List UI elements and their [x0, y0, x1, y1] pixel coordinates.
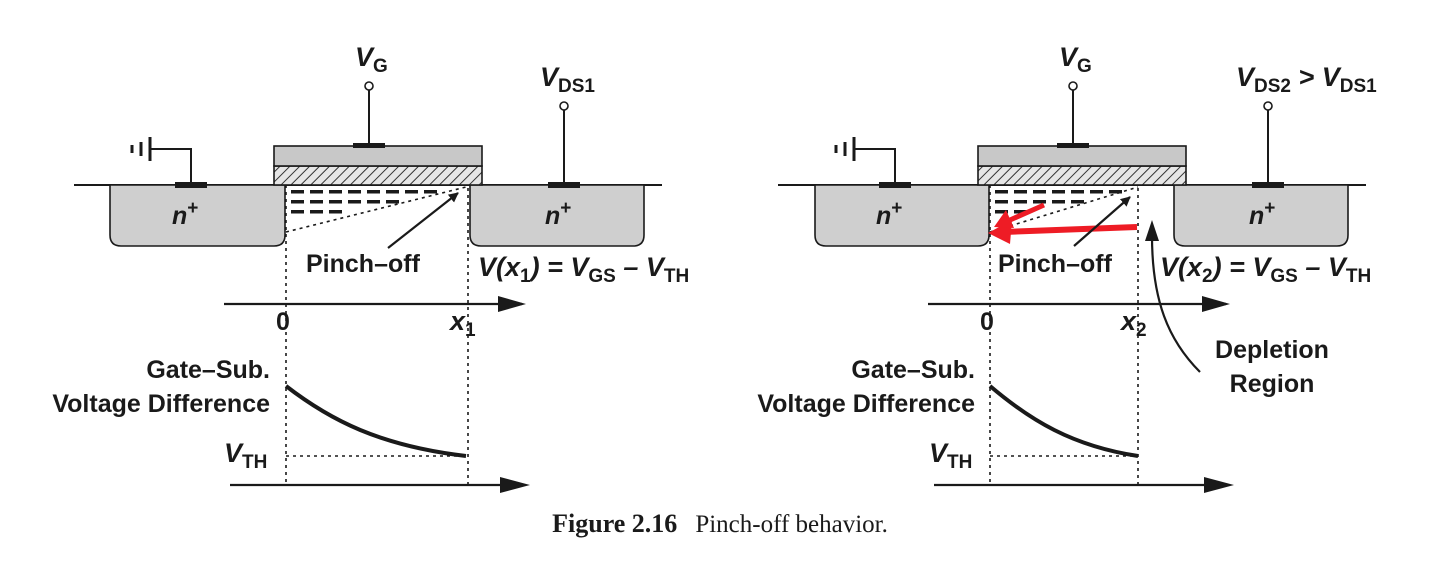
pinch-off-pointer: [387, 192, 459, 249]
pinch-off-label: Pinch–off: [306, 250, 421, 278]
plot-label-line2: Voltage Difference: [52, 390, 270, 418]
vth-label: V: [224, 438, 244, 468]
source-region-label: n: [172, 202, 187, 230]
gate-oxide: [273, 165, 483, 186]
vth-subscript: TH: [947, 452, 972, 473]
position-axis-arrowhead: [1202, 296, 1230, 312]
svg-text:VG: VG: [1059, 42, 1092, 77]
right-transistor: [778, 81, 1366, 493]
figure-number: Figure 2.16: [552, 509, 677, 538]
vth-label: V: [929, 438, 949, 468]
depletion-pointer: [1150, 235, 1201, 373]
svg-text:VG: VG: [355, 42, 388, 77]
plot-label-line2: Voltage Difference: [757, 390, 975, 418]
drain-contact: [548, 182, 580, 188]
source-well: [109, 184, 286, 247]
svg-text:x1: x1: [448, 306, 476, 341]
depletion-label-line2: Region: [1230, 370, 1315, 398]
drain-plus: +: [560, 198, 571, 219]
source-contact: [175, 182, 207, 188]
svg-text:VTH: VTH: [929, 438, 972, 473]
svg-text:VTH: VTH: [224, 438, 267, 473]
ground-icon: [130, 137, 152, 161]
ground-icon: [834, 137, 856, 161]
pinch-off-pointer: [1073, 196, 1131, 247]
svg-text:n+: n+: [172, 198, 198, 230]
gate-terminal: [364, 81, 374, 91]
gate-contact: [1057, 143, 1089, 148]
axis-x-label: x: [448, 306, 466, 336]
axis-x-label: x: [1119, 306, 1137, 336]
gate-electrode: [977, 145, 1187, 167]
left-transistor: [74, 81, 662, 493]
gate-oxide: [977, 165, 1187, 186]
vth-subscript: TH: [242, 452, 267, 473]
drain-well: [469, 184, 645, 247]
svg-text:x2: x2: [1119, 306, 1147, 341]
axis-zero-label: 0: [276, 308, 290, 336]
voltage-curve: [988, 384, 1139, 458]
position-axis-arrowhead: [498, 296, 526, 312]
vg-label: V: [355, 42, 375, 72]
gate-contact: [353, 143, 385, 148]
pinch-off-equation: V(x1) = VGS – VTH: [478, 252, 689, 287]
plot-label-line1: Gate–Sub.: [851, 356, 975, 384]
channel-charges: [995, 190, 1122, 214]
drain-region-label: n: [1249, 202, 1264, 230]
svg-text:n+: n+: [545, 198, 571, 230]
plot-axis-arrowhead: [500, 477, 530, 493]
axis-zero-label: 0: [980, 308, 994, 336]
drain-well: [1173, 184, 1349, 247]
vg-subscript: G: [1077, 56, 1092, 77]
svg-text:n+: n+: [1249, 198, 1275, 230]
channel-boundary: [989, 186, 1139, 233]
drain-terminal: [1263, 101, 1273, 111]
drain-region-label: n: [545, 202, 560, 230]
plot-label-line1: Gate–Sub.: [146, 356, 270, 384]
source-plus: +: [187, 198, 198, 219]
drain-contact: [1252, 182, 1284, 188]
axis-x-subscript: 1: [465, 320, 476, 341]
svg-text:VDS1: VDS1: [540, 62, 595, 97]
figure-caption: Figure 2.16 Pinch-off behavior.: [552, 509, 888, 538]
pinch-off-label: Pinch–off: [998, 250, 1113, 278]
pinch-off-equation: V(x2) = VGS – VTH: [1160, 252, 1371, 287]
channel-charges: [291, 190, 437, 214]
vds-comparison-label: VDS2 > VDS1: [1236, 62, 1377, 97]
electron-flow-arrows: [988, 202, 1138, 244]
vg-subscript: G: [373, 56, 388, 77]
plot-axis-arrowhead: [1204, 477, 1234, 493]
source-contact: [879, 182, 911, 188]
source-plus: +: [891, 198, 902, 219]
source-region-label: n: [876, 202, 891, 230]
voltage-curve: [284, 384, 467, 458]
drain-terminal: [559, 101, 569, 111]
vg-label: V: [1059, 42, 1079, 72]
vds-label: V: [540, 62, 560, 92]
depletion-label-line1: Depletion: [1215, 336, 1329, 364]
figure-caption-text: Pinch-off behavior.: [695, 511, 888, 538]
gate-terminal: [1068, 81, 1078, 91]
gate-electrode: [273, 145, 483, 167]
source-wire: [855, 148, 896, 182]
source-well: [814, 184, 990, 247]
vds-subscript: DS1: [558, 76, 595, 97]
depletion-pointer-arrowhead: [1145, 220, 1159, 241]
source-wire: [151, 148, 192, 182]
drain-plus: +: [1264, 198, 1275, 219]
axis-x-subscript: 2: [1136, 320, 1147, 341]
svg-text:n+: n+: [876, 198, 902, 230]
channel-boundary: [285, 186, 467, 233]
